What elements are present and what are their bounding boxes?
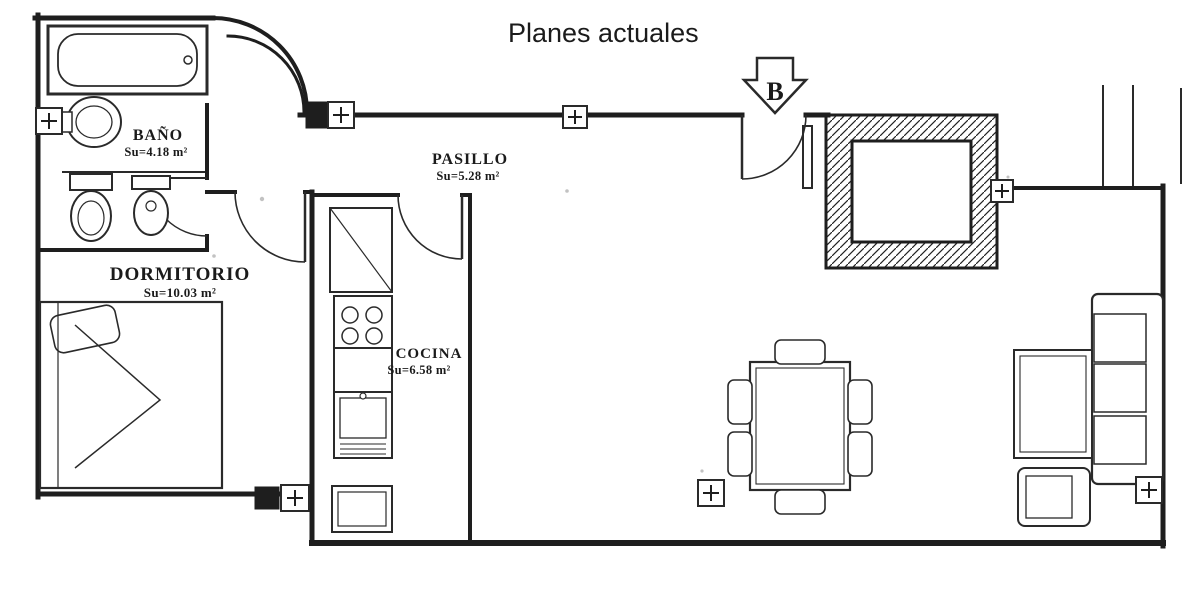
armchair: [1017, 467, 1091, 527]
toilet: [69, 173, 113, 242]
tub-faucet-icon: [183, 55, 193, 65]
sink-tap-icon: [61, 111, 73, 133]
burner-icon: [365, 327, 383, 345]
chair: [727, 431, 753, 477]
burner-icon: [365, 306, 383, 324]
down-arrow-icon: [741, 56, 809, 115]
chair: [774, 339, 826, 365]
room-area-cocina: Su=6.58 m²: [387, 363, 450, 377]
bathroom-fixtures: [46, 24, 209, 242]
plus-marker: [35, 107, 63, 135]
kitchen-tap-icon: [359, 392, 367, 400]
bathtub: [46, 24, 209, 96]
sofa: [1090, 292, 1165, 486]
plus-marker: [1135, 476, 1163, 504]
plus-markers: [35, 101, 1163, 512]
bathroom-sink: [61, 96, 122, 148]
pillow: [49, 304, 121, 354]
dining-set: [727, 339, 873, 515]
door-arcs: [148, 114, 807, 263]
kitchen-units: [329, 207, 393, 533]
sideboard: [1013, 349, 1093, 459]
room-label-bano: BAÑO: [133, 125, 183, 144]
bedroom-door: [234, 191, 307, 263]
bidet: [131, 175, 171, 236]
bed: [38, 300, 224, 490]
kitchen-sink: [333, 391, 393, 459]
kitchen-door: [397, 194, 464, 260]
chair: [727, 379, 753, 425]
burner-icon: [341, 327, 359, 345]
kitchen-lower-unit: [331, 485, 393, 533]
page-title: Planes actuales: [508, 18, 699, 48]
blanket-fold: [74, 324, 162, 469]
room-label-cocina: COCINA: [396, 346, 463, 362]
room-label-pasillo: PASILLO: [432, 151, 508, 168]
entrance-door: [740, 114, 807, 180]
plus-marker: [562, 105, 588, 129]
scan-noise: [212, 175, 1010, 473]
plus-marker: [254, 484, 310, 512]
stove: [333, 295, 393, 349]
chair: [847, 431, 873, 477]
room-area-dormitorio: Su=10.03 m²: [144, 285, 216, 300]
room-area-bano: Su=4.18 m²: [124, 145, 187, 159]
kitchen-counter: [333, 347, 393, 393]
chair: [774, 489, 826, 515]
plus-marker: [305, 101, 355, 129]
hatched-shaft: [802, 113, 999, 270]
chair: [847, 379, 873, 425]
room-area-pasillo: Su=5.28 m²: [436, 169, 499, 183]
room-label-dormitorio: DORMITORIO: [110, 264, 251, 285]
orientation-arrow: B: [741, 56, 809, 115]
burner-icon: [341, 306, 359, 324]
shaft-door-panel: [802, 125, 813, 189]
plus-marker: [990, 179, 1014, 203]
compass-letter: B: [766, 77, 783, 106]
plus-marker: [697, 479, 725, 507]
kitchen-cupboard: [329, 207, 393, 293]
